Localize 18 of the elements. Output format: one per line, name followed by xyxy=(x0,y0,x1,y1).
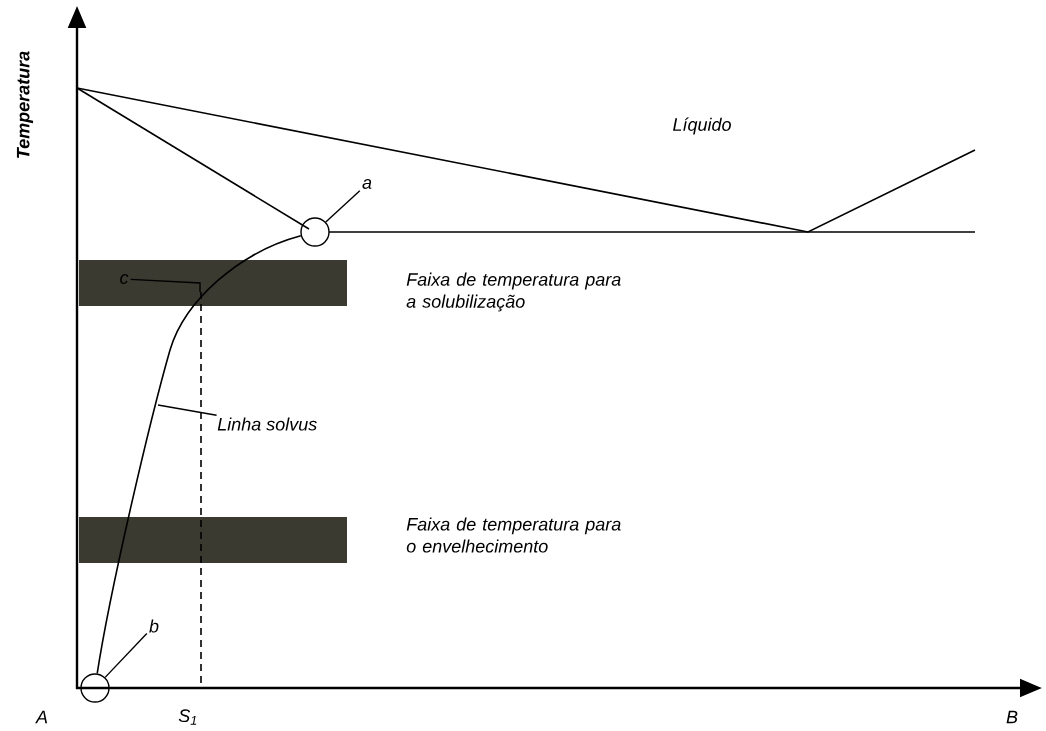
band-label: Faixa de temperatura para a solubilização xyxy=(406,272,621,312)
tick-label: S$_{1}$ xyxy=(178,709,197,725)
callout-letter: a xyxy=(362,179,372,189)
callout-circle xyxy=(300,217,330,247)
region-label: Líquido xyxy=(673,117,731,135)
band-label: Faixa de temperatura para o envelhecimento xyxy=(406,517,621,553)
leader-line xyxy=(130,278,201,293)
leader-line xyxy=(104,632,148,679)
curve-label: Linha solvus xyxy=(217,417,317,431)
leader-line xyxy=(325,189,361,223)
callout-letter: c xyxy=(120,274,129,284)
axis-end-label: A xyxy=(35,710,48,724)
callout-circle xyxy=(80,673,110,703)
callout-letter: b xyxy=(149,619,159,633)
axis-end-label: B xyxy=(1006,710,1018,724)
leader-line xyxy=(157,404,218,416)
axis-title: Temperatura xyxy=(16,51,34,158)
solvus-curve xyxy=(96,235,302,675)
